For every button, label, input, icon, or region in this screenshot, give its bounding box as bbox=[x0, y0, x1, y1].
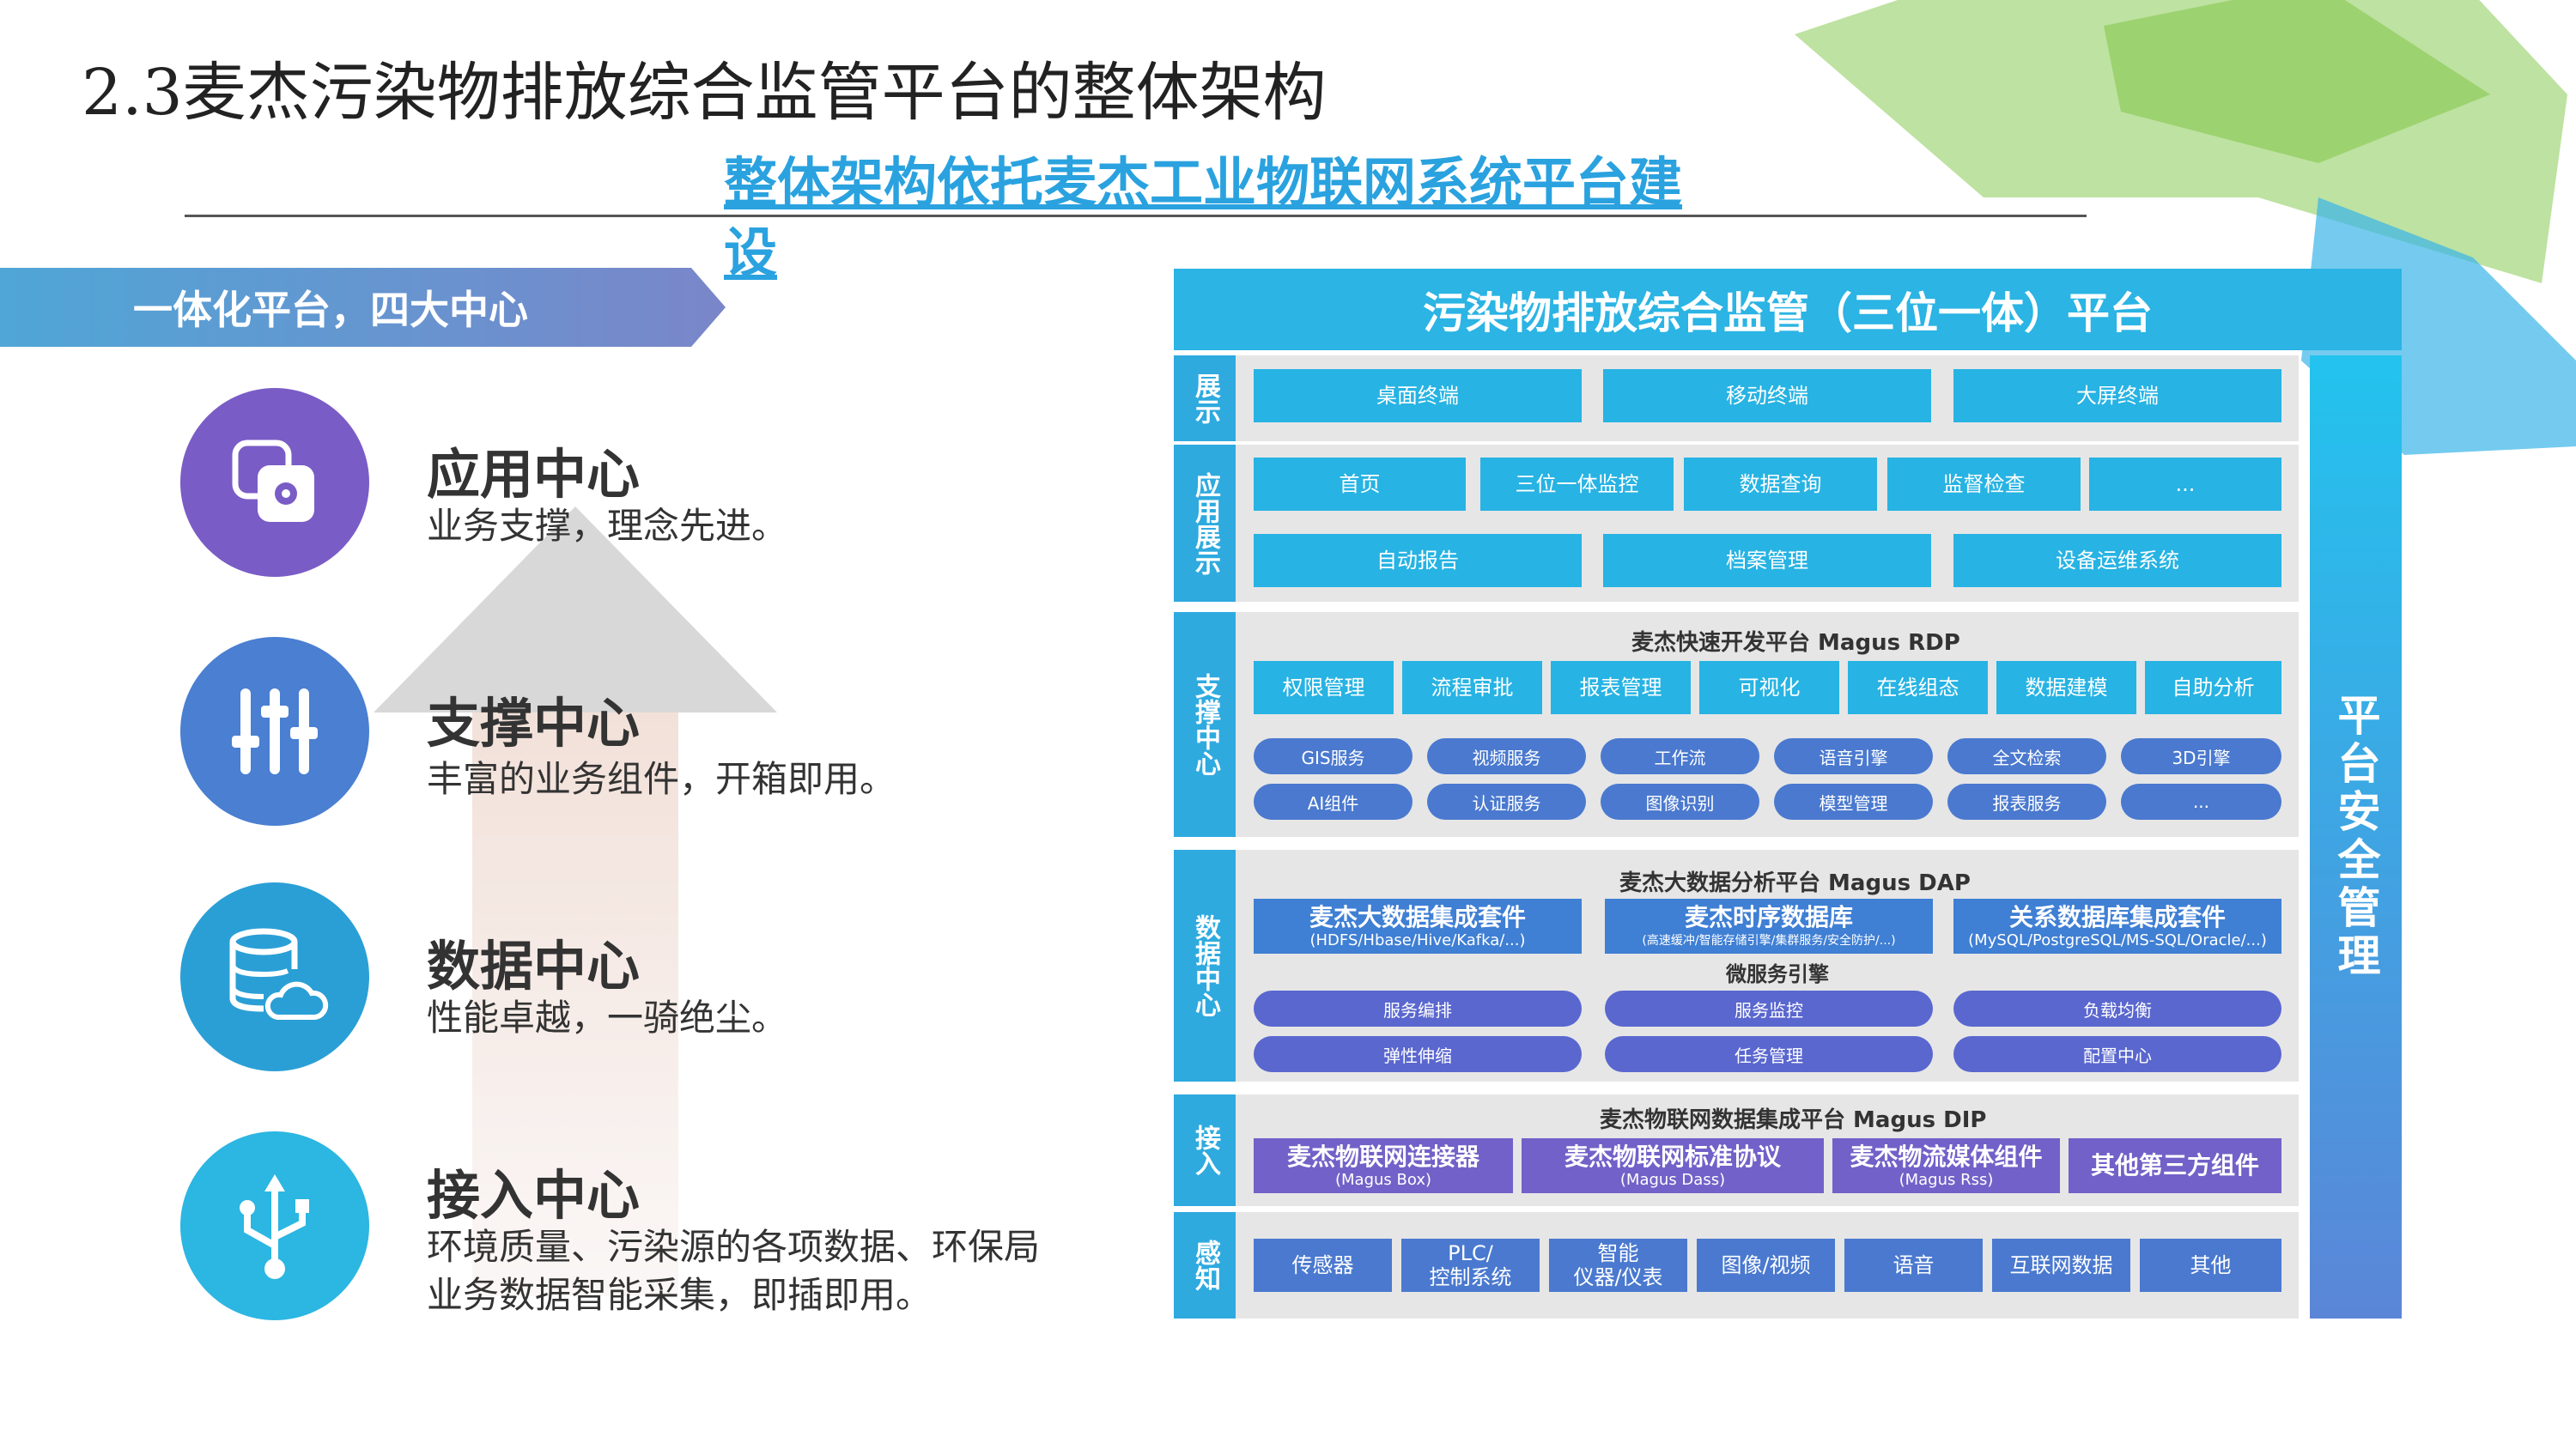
center-title-app: 应用中心 bbox=[427, 443, 641, 506]
data-box-title: 麦杰时序数据库 bbox=[1684, 903, 1853, 931]
support-pill: 语音引擎 bbox=[1774, 738, 1933, 774]
access-box-sub: (Magus Rss) bbox=[1899, 1171, 1994, 1189]
data-box-sub: (HDFS/Hbase/Hive/Kafka/...) bbox=[1309, 931, 1526, 949]
support-pill: 图像识别 bbox=[1601, 784, 1759, 820]
app-item: ... bbox=[2089, 458, 2281, 511]
app-item: 档案管理 bbox=[1603, 534, 1931, 587]
access-box: 麦杰物联网标准协议 (Magus Dass) bbox=[1522, 1138, 1824, 1193]
page-subtitle: 整体架构依托麦杰工业物联网系统平台建设 bbox=[724, 151, 1683, 284]
sense-item: 图像/视频 bbox=[1697, 1239, 1835, 1292]
center-desc-data: 性能卓越，一骑绝尘。 bbox=[427, 997, 788, 1039]
support-pill: 工作流 bbox=[1601, 738, 1759, 774]
support-pill: GIS服务 bbox=[1254, 738, 1413, 774]
center-title-data: 数据中心 bbox=[427, 935, 641, 997]
center-title-support: 支撑中心 bbox=[427, 692, 641, 755]
access-box-sub: (Magus Dass) bbox=[1619, 1171, 1726, 1189]
display-item: 大屏终端 bbox=[1953, 369, 2281, 422]
sense-item: 互联网数据 bbox=[1992, 1239, 2130, 1292]
support-tile: 在线组态 bbox=[1848, 661, 1988, 714]
data-box: 关系数据库集成套件 (MySQL/PostgreSQL/MS-SQL/Oracl… bbox=[1953, 899, 2281, 954]
app-item: 首页 bbox=[1254, 458, 1466, 511]
data-pill: 负载均衡 bbox=[1953, 991, 2281, 1027]
support-tile: 数据建模 bbox=[1996, 661, 2136, 714]
microservice-title: 微服务引擎 bbox=[1726, 962, 1829, 986]
arch-title: 污染物排放综合监管（三位一体）平台 bbox=[1174, 269, 2402, 350]
access-box-title: 其他第三方组件 bbox=[2090, 1151, 2259, 1179]
access-box-title: 麦杰物联网标准协议 bbox=[1564, 1143, 1781, 1171]
access-box: 麦杰物联网连接器 (Magus Box) bbox=[1254, 1138, 1513, 1193]
access-box: 其他第三方组件 bbox=[2069, 1138, 2281, 1193]
up-arrow-shaft bbox=[472, 712, 678, 1296]
support-tile: 自助分析 bbox=[2145, 661, 2281, 714]
data-box: 麦杰时序数据库 (高速缓冲/智能存储引擎/集群服务/安全防护/...) bbox=[1605, 899, 1933, 954]
app-item: 三位一体监控 bbox=[1480, 458, 1674, 511]
banner-ribbon bbox=[0, 268, 726, 347]
support-tile: 流程审批 bbox=[1402, 661, 1542, 714]
sense-item: 语音 bbox=[1844, 1239, 1983, 1292]
data-layer-label: 数据中心 bbox=[1174, 850, 1236, 1082]
sense-item: PLC/ 控制系统 bbox=[1401, 1239, 1540, 1292]
support-tile: 报表管理 bbox=[1551, 661, 1691, 714]
app-item: 数据查询 bbox=[1684, 458, 1877, 511]
data-platform-title: 麦杰大数据分析平台 Magus DAP bbox=[1619, 870, 1971, 896]
usb-icon bbox=[180, 1131, 369, 1320]
display-item: 桌面终端 bbox=[1254, 369, 1582, 422]
support-tile: 可视化 bbox=[1699, 661, 1839, 714]
support-platform-title: 麦杰快速开发平台 Magus RDP bbox=[1631, 630, 1960, 656]
data-box-sub: (高速缓冲/智能存储引擎/集群服务/安全防护/...) bbox=[1642, 934, 1896, 948]
support-pill: AI组件 bbox=[1254, 784, 1413, 820]
app-item: 自动报告 bbox=[1254, 534, 1582, 587]
banner-text: 一体化平台，四大中心 bbox=[133, 287, 528, 333]
support-pill: 模型管理 bbox=[1774, 784, 1933, 820]
center-title-access: 接入中心 bbox=[427, 1164, 641, 1227]
support-pill: 全文检索 bbox=[1947, 738, 2106, 774]
sense-item: 传感器 bbox=[1254, 1239, 1392, 1292]
display-item: 移动终端 bbox=[1603, 369, 1931, 422]
access-box-sub: (Magus Box) bbox=[1335, 1171, 1431, 1189]
data-pill: 弹性伸缩 bbox=[1254, 1036, 1582, 1072]
access-platform-title: 麦杰物联网数据集成平台 Magus DIP bbox=[1600, 1107, 1987, 1133]
support-pill: 3D引擎 bbox=[2121, 738, 2281, 774]
data-box-sub: (MySQL/PostgreSQL/MS-SQL/Oracle/...) bbox=[1968, 931, 2267, 949]
sliders-icon bbox=[180, 637, 369, 826]
support-pill: 报表服务 bbox=[1947, 784, 2106, 820]
data-box-title: 麦杰大数据集成套件 bbox=[1309, 903, 1526, 931]
page-title: 2.3麦杰污染物排放综合监管平台的整体架构 bbox=[82, 56, 1327, 130]
sense-item: 其他 bbox=[2140, 1239, 2281, 1292]
app-item: 监督检查 bbox=[1887, 458, 2081, 511]
app-item: 设备运维系统 bbox=[1953, 534, 2281, 587]
title-divider bbox=[185, 215, 2087, 217]
center-desc-support: 丰富的业务组件，开箱即用。 bbox=[427, 758, 896, 800]
support-pill: 认证服务 bbox=[1427, 784, 1586, 820]
sense-layer-label: 感知 bbox=[1174, 1212, 1236, 1319]
data-pill: 配置中心 bbox=[1953, 1036, 2281, 1072]
security-label: 平台安全管理 bbox=[2330, 693, 2381, 981]
center-desc-access: 环境质量、污染源的各项数据、环保局业务数据智能采集，即插即用。 bbox=[427, 1226, 1041, 1316]
center-desc-app: 业务支撑，理念先进。 bbox=[427, 505, 788, 547]
data-box-title: 关系数据库集成套件 bbox=[2008, 903, 2226, 931]
access-box: 麦杰物流媒体组件 (Magus Rss) bbox=[1832, 1138, 2060, 1193]
data-pill: 服务监控 bbox=[1605, 991, 1933, 1027]
display-layer-label: 展示 bbox=[1174, 355, 1236, 441]
database-cloud-icon bbox=[180, 882, 369, 1071]
security-bar: 平台安全管理 bbox=[2310, 355, 2402, 1319]
support-tile: 权限管理 bbox=[1254, 661, 1394, 714]
access-layer-label: 接入 bbox=[1174, 1094, 1236, 1206]
support-pill: 视频服务 bbox=[1427, 738, 1586, 774]
access-box-title: 麦杰物流媒体组件 bbox=[1850, 1143, 2043, 1171]
support-layer-label: 支撑中心 bbox=[1174, 612, 1236, 837]
data-box: 麦杰大数据集成套件 (HDFS/Hbase/Hive/Kafka/...) bbox=[1254, 899, 1582, 954]
app-layer-label: 应用展示 bbox=[1174, 445, 1236, 602]
data-pill: 服务编排 bbox=[1254, 991, 1582, 1027]
apps-gear-icon bbox=[180, 388, 369, 577]
access-box-title: 麦杰物联网连接器 bbox=[1286, 1143, 1479, 1171]
support-pill: ... bbox=[2121, 784, 2281, 820]
data-pill: 任务管理 bbox=[1605, 1036, 1933, 1072]
sense-item: 智能 仪器/仪表 bbox=[1549, 1239, 1687, 1292]
